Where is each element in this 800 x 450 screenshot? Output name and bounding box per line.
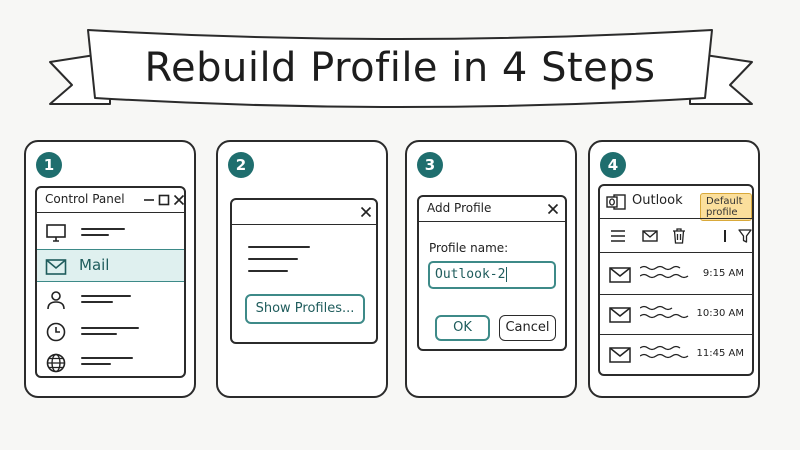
dialog-title: Add Profile — [427, 201, 492, 215]
step-4-panel: 4 Outlook Default profile 9:15 AM 10:30 … — [588, 140, 760, 398]
user-icon — [47, 291, 65, 310]
envelope-icon — [609, 267, 631, 283]
profile-name-label: Profile name: — [429, 241, 509, 255]
text-cursor — [506, 267, 508, 282]
message-time: 11:45 AM — [696, 348, 744, 359]
control-panel-window: Control Panel Mail — [35, 186, 186, 378]
envelope-icon — [609, 347, 631, 363]
envelope-icon — [609, 307, 631, 323]
mail-label: Mail — [79, 256, 110, 274]
mail-icon — [45, 259, 67, 275]
add-profile-dialog: Add Profile Profile name: Outlook-2 OK C… — [417, 195, 567, 351]
step-3-panel: 3 Add Profile Profile name: Outlook-2 OK… — [405, 140, 577, 398]
step-1-panel: 1 Control Panel Mail — [24, 140, 196, 398]
app-title: Outlook — [632, 193, 683, 208]
mail-setup-window: Show Profiles... — [230, 198, 378, 344]
globe-icon — [46, 353, 66, 373]
profile-name-value: Outlook-2 — [435, 267, 506, 282]
message-preview-lines — [640, 305, 689, 319]
list-item-mail[interactable]: Mail — [37, 249, 184, 282]
message-time: 10:30 AM — [696, 308, 744, 319]
message-row[interactable]: 10:30 AM — [600, 296, 752, 334]
cancel-button[interactable]: Cancel — [499, 315, 556, 341]
trash-icon[interactable] — [672, 228, 686, 244]
message-preview-lines — [640, 265, 689, 279]
window-title: Control Panel — [45, 192, 125, 206]
message-preview-lines — [640, 345, 689, 359]
step-2-panel: 2 Show Profiles... — [216, 140, 388, 398]
close-icon[interactable] — [547, 203, 559, 215]
outlook-window: Outlook Default profile 9:15 AM 10:30 AM… — [598, 184, 754, 376]
step-4-badge: 4 — [600, 152, 626, 178]
outlook-toolbar — [600, 222, 752, 250]
list-item-globe[interactable] — [37, 346, 184, 379]
profile-name-input[interactable]: Outlook-2 — [428, 261, 556, 289]
default-profile-badge: Default profile — [700, 193, 752, 221]
message-time: 9:15 AM — [702, 268, 744, 279]
page-title: Rebuild Profile in 4 Steps — [144, 45, 656, 91]
monitor-icon — [46, 224, 66, 242]
menu-icon[interactable] — [610, 229, 626, 243]
step-1-badge: 1 — [36, 152, 62, 178]
list-item-users[interactable] — [37, 283, 184, 316]
ok-button[interactable]: OK — [435, 315, 490, 341]
clock-icon — [46, 322, 66, 342]
outlook-logo-icon — [606, 194, 626, 210]
filter-icon[interactable] — [738, 229, 752, 243]
list-item-display[interactable] — [37, 216, 184, 249]
title-banner — [49, 29, 753, 108]
step-2-badge: 2 — [228, 152, 254, 178]
list-item-clock[interactable] — [37, 315, 184, 348]
close-icon[interactable] — [173, 194, 185, 206]
step-3-badge: 3 — [417, 152, 443, 178]
message-row[interactable]: 9:15 AM — [600, 256, 752, 294]
maximize-icon[interactable] — [158, 194, 170, 206]
mail-icon[interactable] — [642, 230, 658, 242]
message-row[interactable]: 11:45 AM — [600, 336, 752, 374]
minimize-icon[interactable] — [143, 194, 155, 206]
show-profiles-button[interactable]: Show Profiles... — [245, 294, 365, 324]
close-icon[interactable] — [360, 206, 372, 218]
